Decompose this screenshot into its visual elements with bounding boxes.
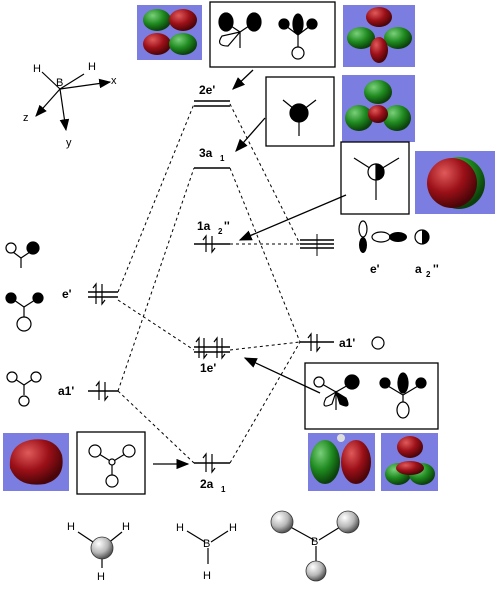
electron-pair bbox=[202, 234, 216, 254]
sketch-box-2a1 bbox=[76, 431, 146, 495]
axis-h-label-1: H bbox=[33, 63, 41, 75]
mo-level-1a2: 1a 2 '' bbox=[194, 219, 230, 254]
bh3-molecule-lewis: H H B H bbox=[176, 522, 237, 582]
bh3-lewis-b: B bbox=[203, 538, 210, 550]
axis-z-label: z bbox=[23, 112, 29, 124]
correlation-lines bbox=[117, 103, 301, 464]
ligand-sketch-a1 bbox=[6, 371, 42, 407]
electron-pair bbox=[202, 452, 216, 474]
orbital-render-2e-b bbox=[343, 5, 415, 67]
pointer-arrows bbox=[153, 69, 347, 470]
boron-a2-label: a bbox=[415, 262, 422, 276]
mo-level-1e: 1e' bbox=[194, 336, 230, 375]
mo-2a1-label: 2a bbox=[200, 477, 214, 491]
mo-1e-label: 1e' bbox=[200, 361, 216, 375]
s-orbital-icon bbox=[371, 336, 385, 350]
boron-a2-sub: 2 bbox=[426, 270, 431, 279]
sketch-box-1a2 bbox=[340, 141, 410, 215]
ligand-e-label: e' bbox=[62, 287, 72, 301]
bh3-ball-h2: H bbox=[122, 521, 130, 533]
mo-level-2e: 2e' bbox=[194, 83, 230, 107]
mo-3a1-label: 3a bbox=[199, 146, 213, 160]
axis-x-label: x bbox=[111, 75, 117, 87]
mo-level-2a1: 2a 1 bbox=[194, 452, 230, 494]
coordinate-axes: H H B x y z bbox=[23, 61, 117, 149]
orbital-render-3a1 bbox=[342, 75, 415, 142]
ligand-level-a1: a1' bbox=[58, 380, 118, 402]
mo-1a2-sub: 2 bbox=[218, 227, 223, 236]
axis-h-label-2: H bbox=[88, 61, 96, 73]
boron-e-label: e' bbox=[370, 262, 380, 276]
bh3-3d-b: B bbox=[311, 536, 318, 548]
orbital-render-2a1-left bbox=[3, 433, 69, 491]
ligand-level-e: e' bbox=[62, 282, 118, 306]
mo-2a1-sub: 1 bbox=[221, 485, 226, 494]
orbital-render-1a2 bbox=[415, 151, 495, 214]
axis-y-label: y bbox=[66, 137, 72, 149]
sketch-box-1e bbox=[304, 362, 439, 430]
ligand-sketch-e-1 bbox=[5, 241, 40, 268]
ligand-a1-label: a1' bbox=[58, 384, 74, 398]
mo-level-3a1: 3a 1 bbox=[194, 146, 230, 169]
bh3-molecule-3d: B bbox=[270, 510, 360, 582]
boron-p-orbitals: e' a 2 '' bbox=[358, 220, 439, 279]
mo-1a2-primes: '' bbox=[224, 219, 230, 233]
bh3-lewis-h2: H bbox=[229, 522, 237, 534]
bh3-ball-h3: H bbox=[97, 571, 105, 583]
mo-1a2-label: 1a bbox=[197, 219, 211, 233]
mo-2e-label: 2e' bbox=[199, 83, 215, 97]
axis-b-label: B bbox=[56, 77, 63, 89]
orbital-render-1e-b bbox=[381, 433, 438, 491]
ligand-sketch-e-2 bbox=[5, 292, 44, 332]
mo-3a1-sub: 1 bbox=[220, 154, 225, 163]
boron-level-e-a2 bbox=[300, 234, 334, 256]
bh3-lewis-h1: H bbox=[176, 522, 184, 534]
bh3-lewis-h3: H bbox=[203, 570, 211, 582]
electron-pair bbox=[195, 336, 208, 360]
bh3-ball-h1: H bbox=[67, 521, 75, 533]
bh3-molecule-ball: H H H bbox=[67, 521, 130, 583]
boron-a2-primes: '' bbox=[433, 262, 439, 276]
boron-level-a1: a1' bbox=[300, 332, 385, 353]
sketch-box-3a1 bbox=[265, 76, 335, 147]
boron-a1-label: a1' bbox=[339, 336, 355, 350]
orbital-render-2e-a bbox=[137, 5, 202, 60]
electron-pair bbox=[213, 336, 226, 360]
orbital-render-1e-a bbox=[308, 433, 375, 491]
sketch-box-2e bbox=[209, 1, 336, 68]
